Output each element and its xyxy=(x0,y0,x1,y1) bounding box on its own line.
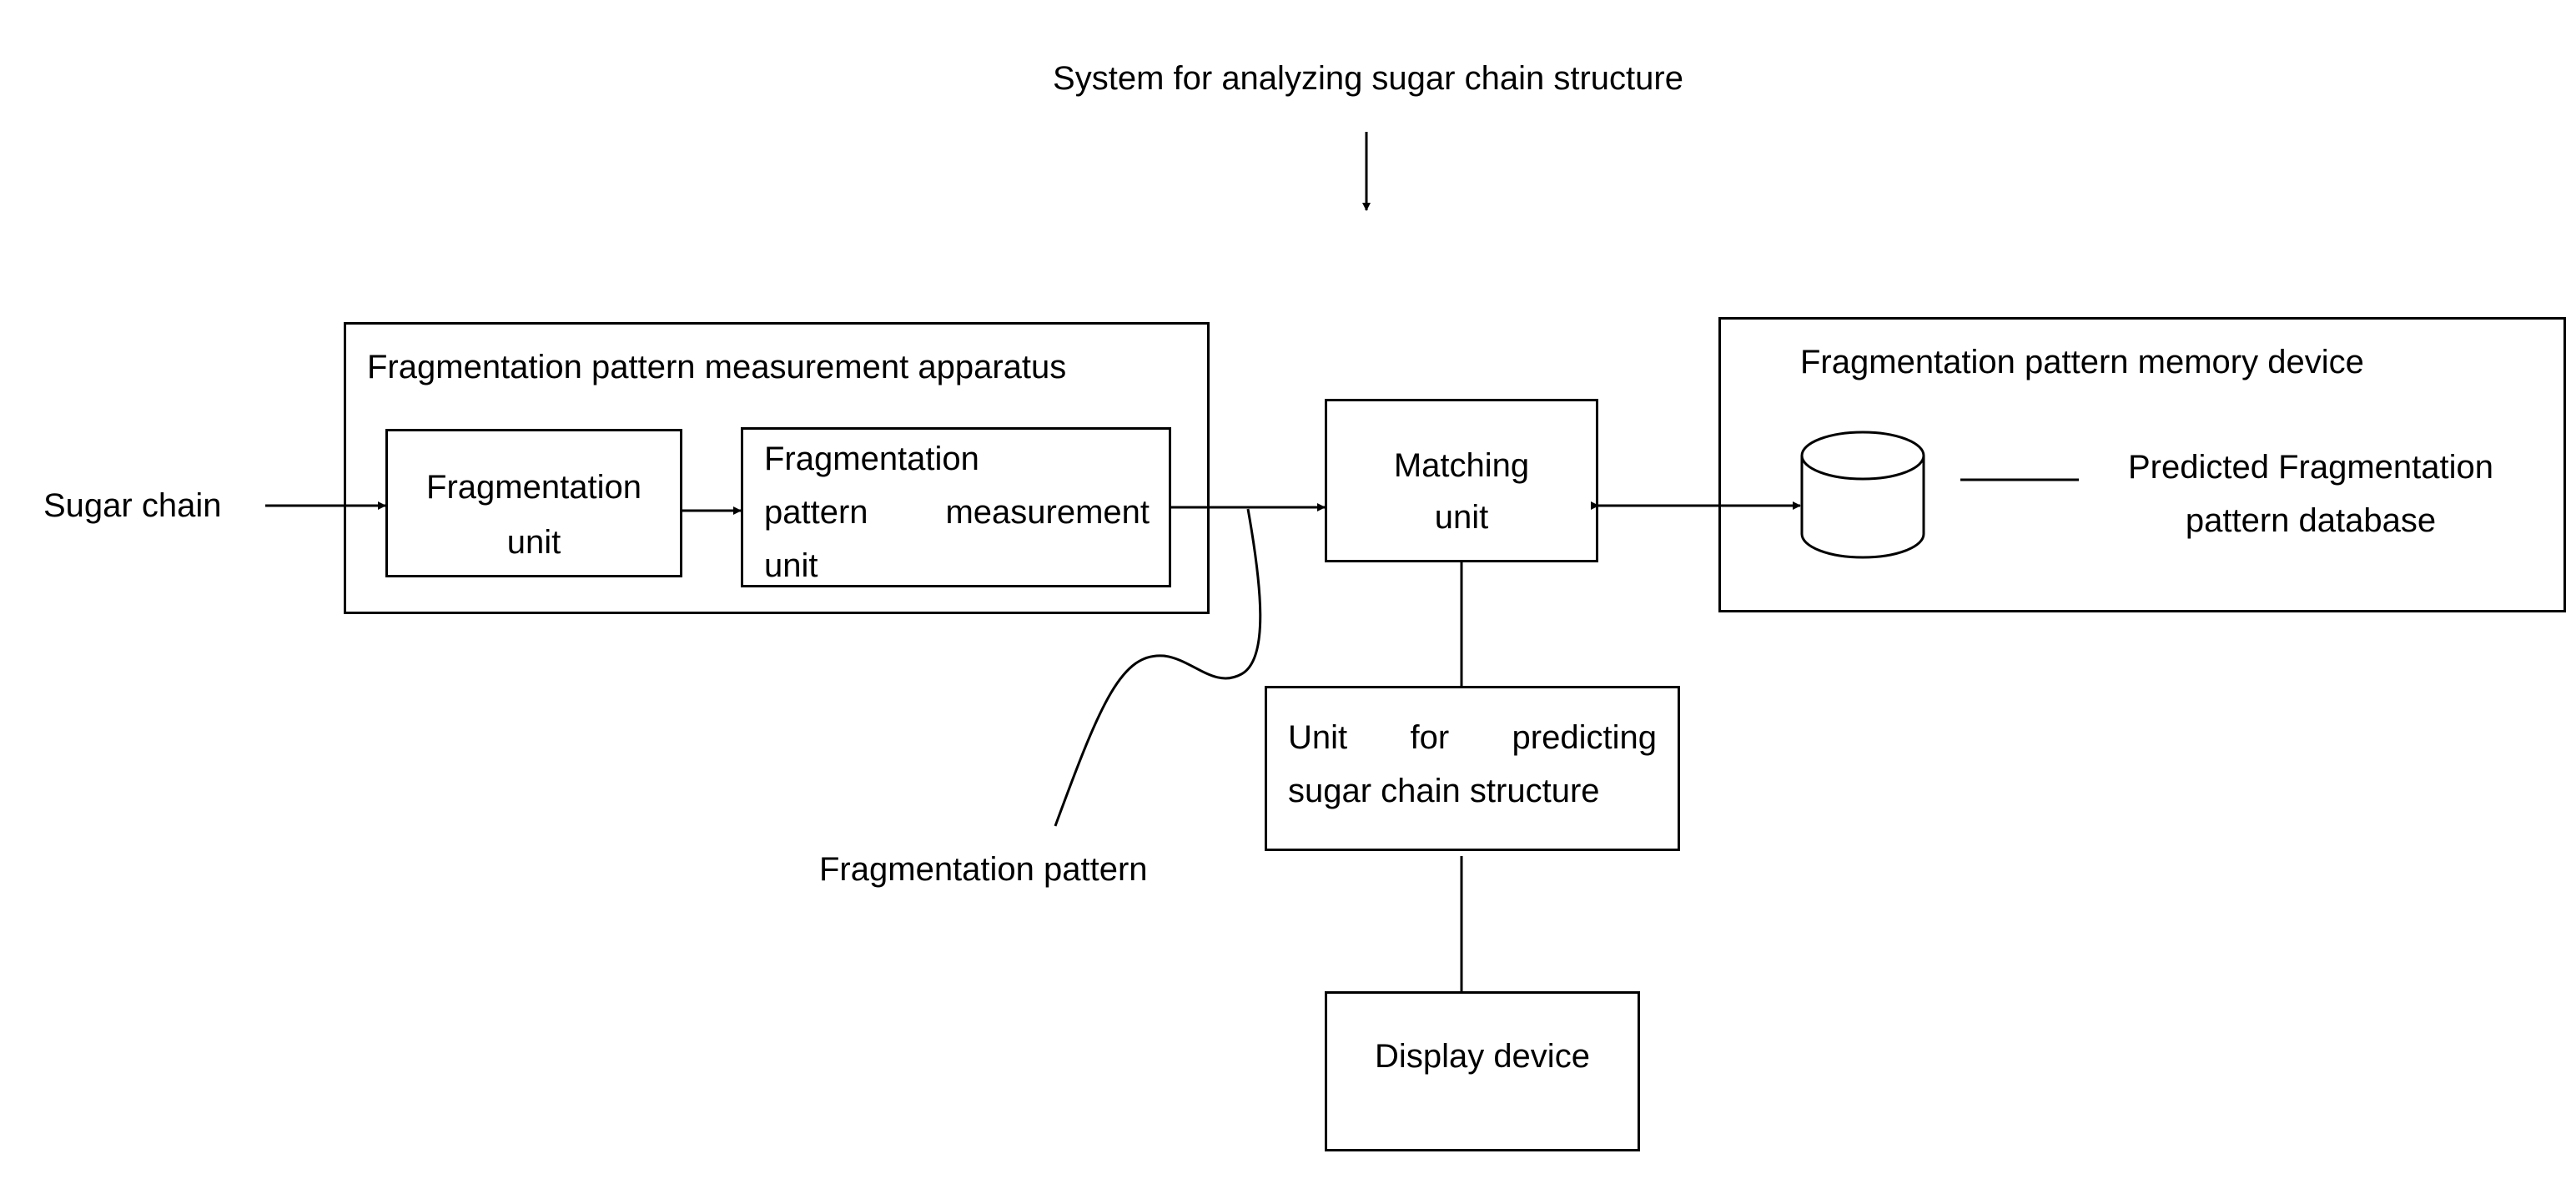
measurement-unit-label-line1: Fragmentation xyxy=(764,439,979,479)
sugar-chain-label: Sugar chain xyxy=(43,486,221,526)
matching-unit-label-line1: Matching xyxy=(1325,446,1598,486)
measurement-apparatus-title: Fragmentation pattern measurement appara… xyxy=(367,347,1066,387)
fragmentation-pattern-label: Fragmentation pattern xyxy=(819,849,1148,889)
display-device-label: Display device xyxy=(1325,1036,1640,1076)
database-label-line2: pattern database xyxy=(2077,501,2544,541)
fragmentation-unit-label-line2: unit xyxy=(385,522,682,562)
predicting-unit-label-line2: sugar chain structure xyxy=(1288,771,1600,811)
fragmentation-unit-label-line1: Fragmentation xyxy=(385,467,682,507)
measurement-unit-label-line2: pattern measurement xyxy=(764,492,1150,532)
system-title: System for analyzing sugar chain structu… xyxy=(918,58,1819,98)
database-label-line1: Predicted Fragmentation xyxy=(2077,447,2544,487)
matching-unit-label-line2: unit xyxy=(1325,497,1598,537)
memory-device-title: Fragmentation pattern memory device xyxy=(1800,342,2364,382)
predicting-unit-box xyxy=(1265,686,1680,851)
measurement-unit-label-line3: unit xyxy=(764,546,818,586)
predicting-unit-label-line1: Unit for predicting xyxy=(1288,718,1657,758)
